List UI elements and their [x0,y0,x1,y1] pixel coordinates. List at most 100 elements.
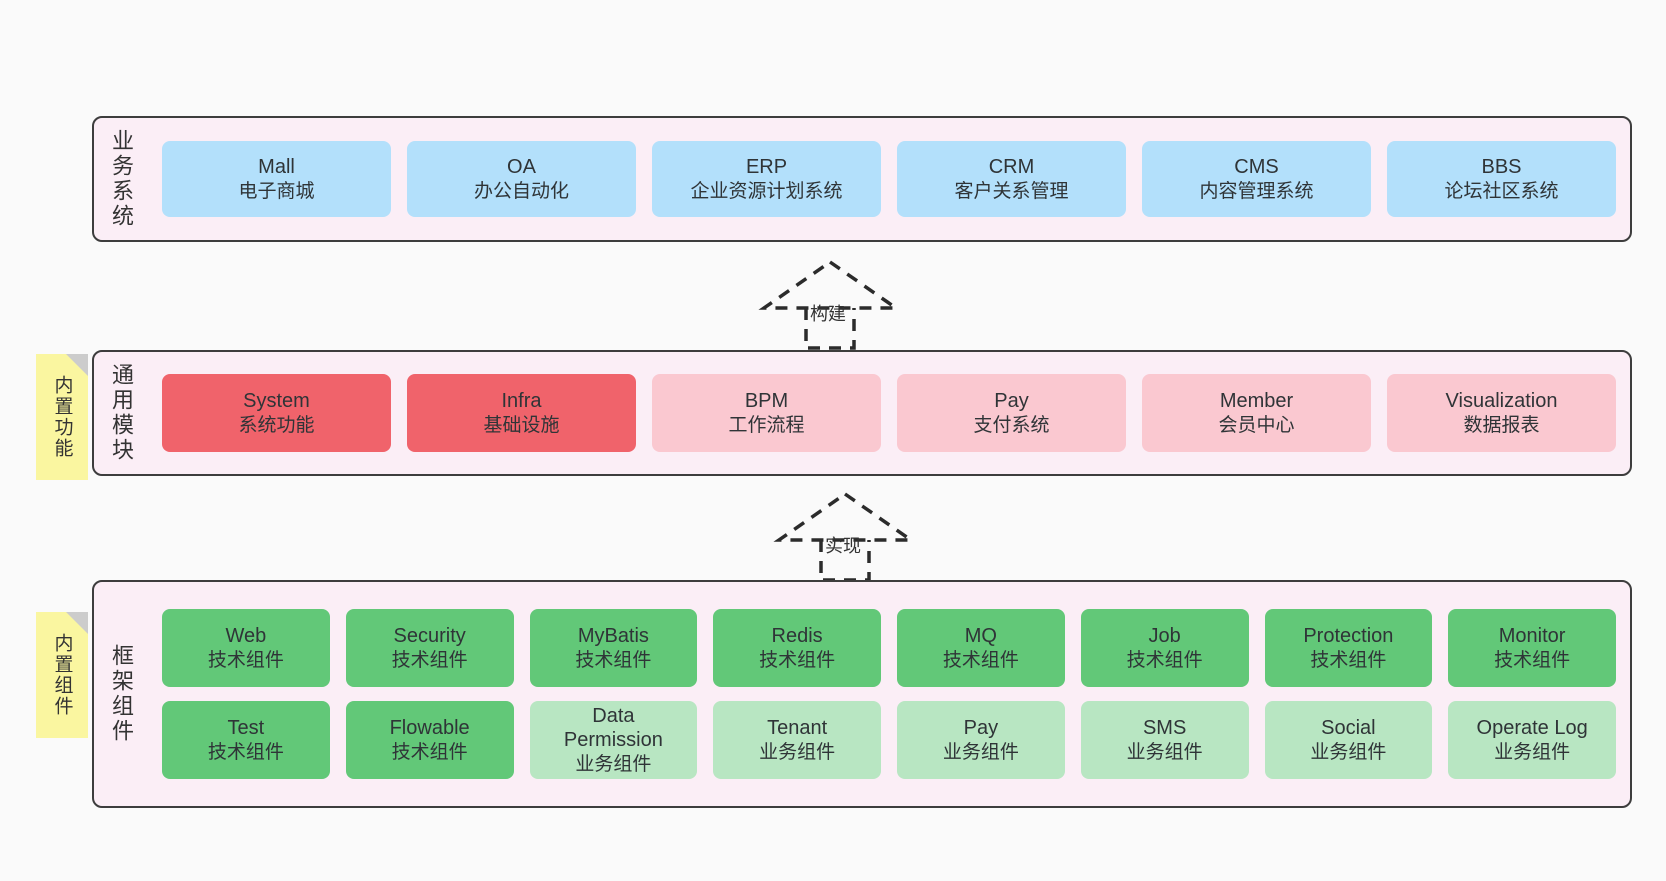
card-web-name: Web [225,625,267,648]
card-security[interactable]: Security 技术组件 [345,609,514,687]
connector-implement: 实现 [773,490,917,582]
card-pay-component-name: Pay [963,717,999,740]
sticky-note-builtin-features: 内置功能 [36,354,88,480]
card-flowable-desc: 技术组件 [391,741,468,763]
card-crm[interactable]: CRM 客户关系管理 [897,141,1126,217]
layer-common-modules-body: System 系统功能 Infra 基础设施 BPM 工作流程 Pay 支付系统… [148,352,1630,474]
card-data-permission[interactable]: Data Permission 业务组件 [529,701,698,779]
card-mybatis[interactable]: MyBatis 技术组件 [529,609,698,687]
connector-build-label: 构建 [810,304,846,324]
card-mq-desc: 技术组件 [942,649,1019,671]
card-web[interactable]: Web 技术组件 [162,609,330,687]
card-mall[interactable]: Mall 电子商城 [162,141,391,217]
card-test[interactable]: Test 技术组件 [162,701,330,779]
card-social-name: Social [1321,717,1376,740]
card-visualization-desc: 数据报表 [1463,414,1540,436]
card-monitor-name: Monitor [1498,625,1566,648]
card-pay-component-desc: 业务组件 [942,741,1019,763]
card-member[interactable]: Member 会员中心 [1142,374,1371,452]
card-job-name: Job [1148,625,1181,648]
layer-common-modules: 通用模块 System 系统功能 Infra 基础设施 BPM 工作流程 Pay… [92,350,1632,476]
card-tenant[interactable]: Tenant 业务组件 [713,701,881,779]
layer-framework-components-body: Web 技术组件 Security 技术组件 MyBatis 技术组件 Redi… [148,582,1630,806]
card-erp-name: ERP [745,156,788,179]
note-fold-corner-icon [66,612,88,634]
card-web-desc: 技术组件 [207,649,284,671]
card-bbs-desc: 论坛社区系统 [1444,180,1559,202]
card-infra[interactable]: Infra 基础设施 [407,374,636,452]
card-cms-name: CMS [1234,156,1279,179]
layer-framework-components: 框架组件 Web 技术组件 Security 技术组件 MyBatis 技术组件… [92,580,1632,808]
card-pay-name: Pay [994,390,1029,413]
card-bpm-desc: 工作流程 [728,414,805,436]
card-sms-desc: 业务组件 [1126,741,1203,763]
card-protection-desc: 技术组件 [1310,649,1387,671]
card-member-desc: 会员中心 [1218,414,1295,436]
connector-implement-label: 实现 [825,536,861,556]
card-system-name: System [243,390,310,413]
card-bpm[interactable]: BPM 工作流程 [652,374,881,452]
card-mall-name: Mall [258,156,295,179]
card-infra-desc: 基础设施 [483,414,560,436]
card-mybatis-name: MyBatis [577,625,649,648]
card-cms-desc: 内容管理系统 [1199,180,1314,202]
common-modules-row: System 系统功能 Infra 基础设施 BPM 工作流程 Pay 支付系统… [162,374,1616,452]
card-pay-component[interactable]: Pay 业务组件 [897,701,1065,779]
card-operate-log[interactable]: Operate Log 业务组件 [1448,701,1616,779]
card-security-name: Security [393,625,466,648]
card-flowable[interactable]: Flowable 技术组件 [345,701,514,779]
card-oa-desc: 办公自动化 [473,180,569,202]
card-oa-name: OA [507,156,536,179]
card-redis-desc: 技术组件 [759,649,836,671]
card-visualization[interactable]: Visualization 数据报表 [1387,374,1616,452]
card-monitor[interactable]: Monitor 技术组件 [1448,609,1616,687]
layer-business-system-body: Mall 电子商城 OA 办公自动化 ERP 企业资源计划系统 CRM 客户关系… [148,118,1630,240]
card-social[interactable]: Social 业务组件 [1264,701,1433,779]
card-visualization-name: Visualization [1445,390,1558,413]
card-mybatis-desc: 技术组件 [575,649,652,671]
layer-business-system: 业务系统 Mall 电子商城 OA 办公自动化 ERP 企业资源计划系统 CRM… [92,116,1632,242]
connector-build: 构建 [758,258,902,350]
card-oa[interactable]: OA 办公自动化 [407,141,636,217]
card-mq[interactable]: MQ 技术组件 [897,609,1065,687]
card-bbs[interactable]: BBS 论坛社区系统 [1387,141,1616,217]
card-tenant-name: Tenant [767,717,828,740]
card-security-desc: 技术组件 [391,649,468,671]
card-bpm-name: BPM [744,390,789,413]
card-crm-name: CRM [988,156,1035,179]
card-mall-desc: 电子商城 [238,180,315,202]
layer-common-modules-label: 通用模块 [109,363,134,463]
card-sms[interactable]: SMS 业务组件 [1080,701,1249,779]
card-cms[interactable]: CMS 内容管理系统 [1142,141,1371,217]
card-flowable-name: Flowable [389,717,470,740]
card-redis[interactable]: Redis 技术组件 [713,609,881,687]
card-crm-desc: 客户关系管理 [954,180,1069,202]
card-sms-name: SMS [1142,717,1187,740]
note-fold-corner-icon [66,354,88,376]
framework-components-row-2: Test 技术组件 Flowable 技术组件 Data Permission … [162,701,1616,779]
card-erp[interactable]: ERP 企业资源计划系统 [652,141,881,217]
card-pay[interactable]: Pay 支付系统 [897,374,1126,452]
card-erp-desc: 企业资源计划系统 [690,180,843,202]
card-protection-name: Protection [1303,625,1394,648]
card-mq-name: MQ [964,625,997,648]
card-protection[interactable]: Protection 技术组件 [1264,609,1433,687]
card-operate-log-desc: 业务组件 [1494,741,1571,763]
card-redis-name: Redis [771,625,823,648]
card-operate-log-name: Operate Log [1476,717,1588,740]
card-monitor-desc: 技术组件 [1494,649,1571,671]
sticky-note-builtin-components: 内置组件 [36,612,88,738]
connector-build-arrow-icon [758,259,902,350]
framework-components-row-1: Web 技术组件 Security 技术组件 MyBatis 技术组件 Redi… [162,609,1616,687]
card-system[interactable]: System 系统功能 [162,374,391,452]
card-system-desc: 系统功能 [238,414,315,436]
card-tenant-desc: 业务组件 [759,741,836,763]
card-bbs-name: BBS [1481,156,1522,179]
card-pay-desc: 支付系统 [973,414,1050,436]
card-social-desc: 业务组件 [1310,741,1387,763]
sticky-note-builtin-components-text: 内置组件 [51,633,73,717]
card-member-name: Member [1219,390,1294,413]
card-job[interactable]: Job 技术组件 [1080,609,1249,687]
card-data-permission-desc: 业务组件 [575,753,652,775]
